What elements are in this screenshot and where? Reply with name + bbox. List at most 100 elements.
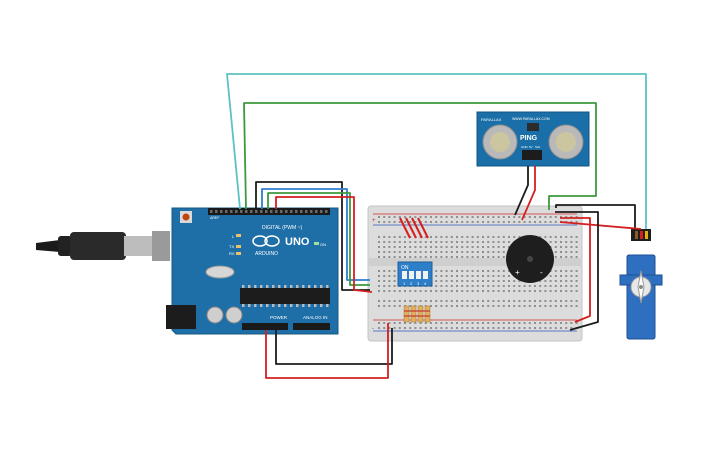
breadboard-hole xyxy=(378,270,380,272)
breadboard-hole xyxy=(414,246,417,248)
breadboard-hole xyxy=(508,290,510,292)
breadboard-hole xyxy=(450,300,453,302)
breadboard-hole xyxy=(575,246,578,248)
breadboard-hole xyxy=(492,221,495,223)
breadboard-hole xyxy=(466,285,469,287)
breadboard-hole xyxy=(383,285,386,287)
breadboard-hole xyxy=(482,300,484,302)
arduino-uno-board[interactable]: DIGITAL (PWM ~) AREF UNO ARDUINO L TX RX… xyxy=(166,207,339,335)
breadboard-hole xyxy=(435,221,438,223)
breadboard-hole xyxy=(570,290,573,292)
header-pin xyxy=(255,210,258,213)
chip-pin xyxy=(242,304,245,307)
wire-red-power xyxy=(265,323,389,379)
header-pin xyxy=(215,210,218,213)
breadboard-hole xyxy=(456,305,458,307)
breadboard-hole xyxy=(419,322,422,324)
chip-pin xyxy=(248,285,251,288)
breadboard-hole xyxy=(528,290,531,292)
breadboard-hole xyxy=(388,236,391,238)
breadboard-hole xyxy=(575,322,578,324)
breadboard-hole xyxy=(450,290,453,292)
breadboard-hole xyxy=(476,251,479,253)
breadboard-hole xyxy=(575,236,578,238)
breadboard-hole xyxy=(549,241,552,243)
breadboard-hole xyxy=(513,216,516,218)
breadboard-hole xyxy=(497,270,500,272)
breadboard-hole xyxy=(518,285,521,287)
wire-black-sensor-gnd xyxy=(514,166,529,216)
header-pin xyxy=(275,210,278,213)
breadboard-hole xyxy=(440,280,443,282)
wire-red-top xyxy=(275,196,373,293)
breadboard-hole xyxy=(560,246,562,248)
breadboard-hole xyxy=(508,280,510,282)
breadboard-hole xyxy=(393,322,396,324)
breadboard-hole xyxy=(575,280,578,282)
breadboard-hole xyxy=(440,305,443,307)
wire-red-rail xyxy=(560,217,591,323)
breadboard-hole xyxy=(549,216,552,218)
breadboard-hole xyxy=(539,290,542,292)
breadboard-hole xyxy=(565,246,568,248)
breadboard-hole xyxy=(378,322,380,324)
piezo-buzzer[interactable]: + - xyxy=(506,235,554,283)
breadboard-hole xyxy=(575,305,578,307)
breadboard-hole xyxy=(482,270,484,272)
breadboard-hole xyxy=(378,305,380,307)
breadboard-hole xyxy=(492,327,495,329)
breadboard-hole xyxy=(544,280,547,282)
breadboard-hole xyxy=(440,275,443,277)
brand-label: ARDUINO xyxy=(255,251,278,257)
breadboard-hole xyxy=(404,216,406,218)
breadboard-hole xyxy=(450,305,453,307)
breadboard-hole xyxy=(404,241,406,243)
servo-motor[interactable] xyxy=(619,229,663,340)
breadboard-hole xyxy=(492,285,495,287)
breadboard-hole xyxy=(430,221,432,223)
header-pin xyxy=(280,210,283,213)
breadboard-hole xyxy=(435,216,438,218)
dip-switch[interactable]: ON 1 2 3 4 xyxy=(397,261,433,287)
chip-pin xyxy=(254,304,257,307)
breadboard-hole xyxy=(388,280,391,282)
usb-cable xyxy=(36,231,170,261)
breadboard-hole xyxy=(388,246,391,248)
breadboard-hole xyxy=(518,290,521,292)
breadboard-hole xyxy=(575,285,578,287)
wire-green-sensor-signal xyxy=(243,102,597,210)
breadboard-hole xyxy=(492,241,495,243)
breadboard-hole xyxy=(492,246,495,248)
breadboard-hole xyxy=(575,300,578,302)
breadboard-hole xyxy=(378,290,380,292)
breadboard-hole xyxy=(487,285,490,287)
breadboard-hole xyxy=(528,305,531,307)
breadboard-hole xyxy=(534,322,536,324)
chip-pin xyxy=(326,285,329,288)
breadboard-hole xyxy=(383,251,386,253)
breadboard-hole xyxy=(435,275,438,277)
breadboard-hole xyxy=(502,280,505,282)
header-pin xyxy=(290,210,293,213)
breadboard-hole xyxy=(409,327,412,329)
breadboard-hole xyxy=(502,305,505,307)
l-led-label: L xyxy=(232,234,235,239)
breadboard-hole xyxy=(497,280,500,282)
breadboard-hole xyxy=(513,305,516,307)
breadboard-hole xyxy=(461,251,464,253)
breadboard-hole xyxy=(482,256,484,258)
breadboard-hole xyxy=(393,236,396,238)
breadboard-hole xyxy=(383,280,386,282)
breadboard-hole xyxy=(492,216,495,218)
breadboard-hole xyxy=(378,246,380,248)
breadboard-hole xyxy=(518,300,521,302)
ultrasonic-sensor[interactable]: PARALLAX WWW.PARALLAX.COM PING GND 5V SI… xyxy=(476,111,590,167)
breadboard-hole xyxy=(497,236,500,238)
breadboard-hole xyxy=(424,290,427,292)
breadboard-hole xyxy=(378,251,380,253)
breadboard-hole xyxy=(523,300,526,302)
breadboard-hole xyxy=(528,300,531,302)
breadboard-hole xyxy=(398,322,401,324)
breadboard-hole xyxy=(404,246,406,248)
